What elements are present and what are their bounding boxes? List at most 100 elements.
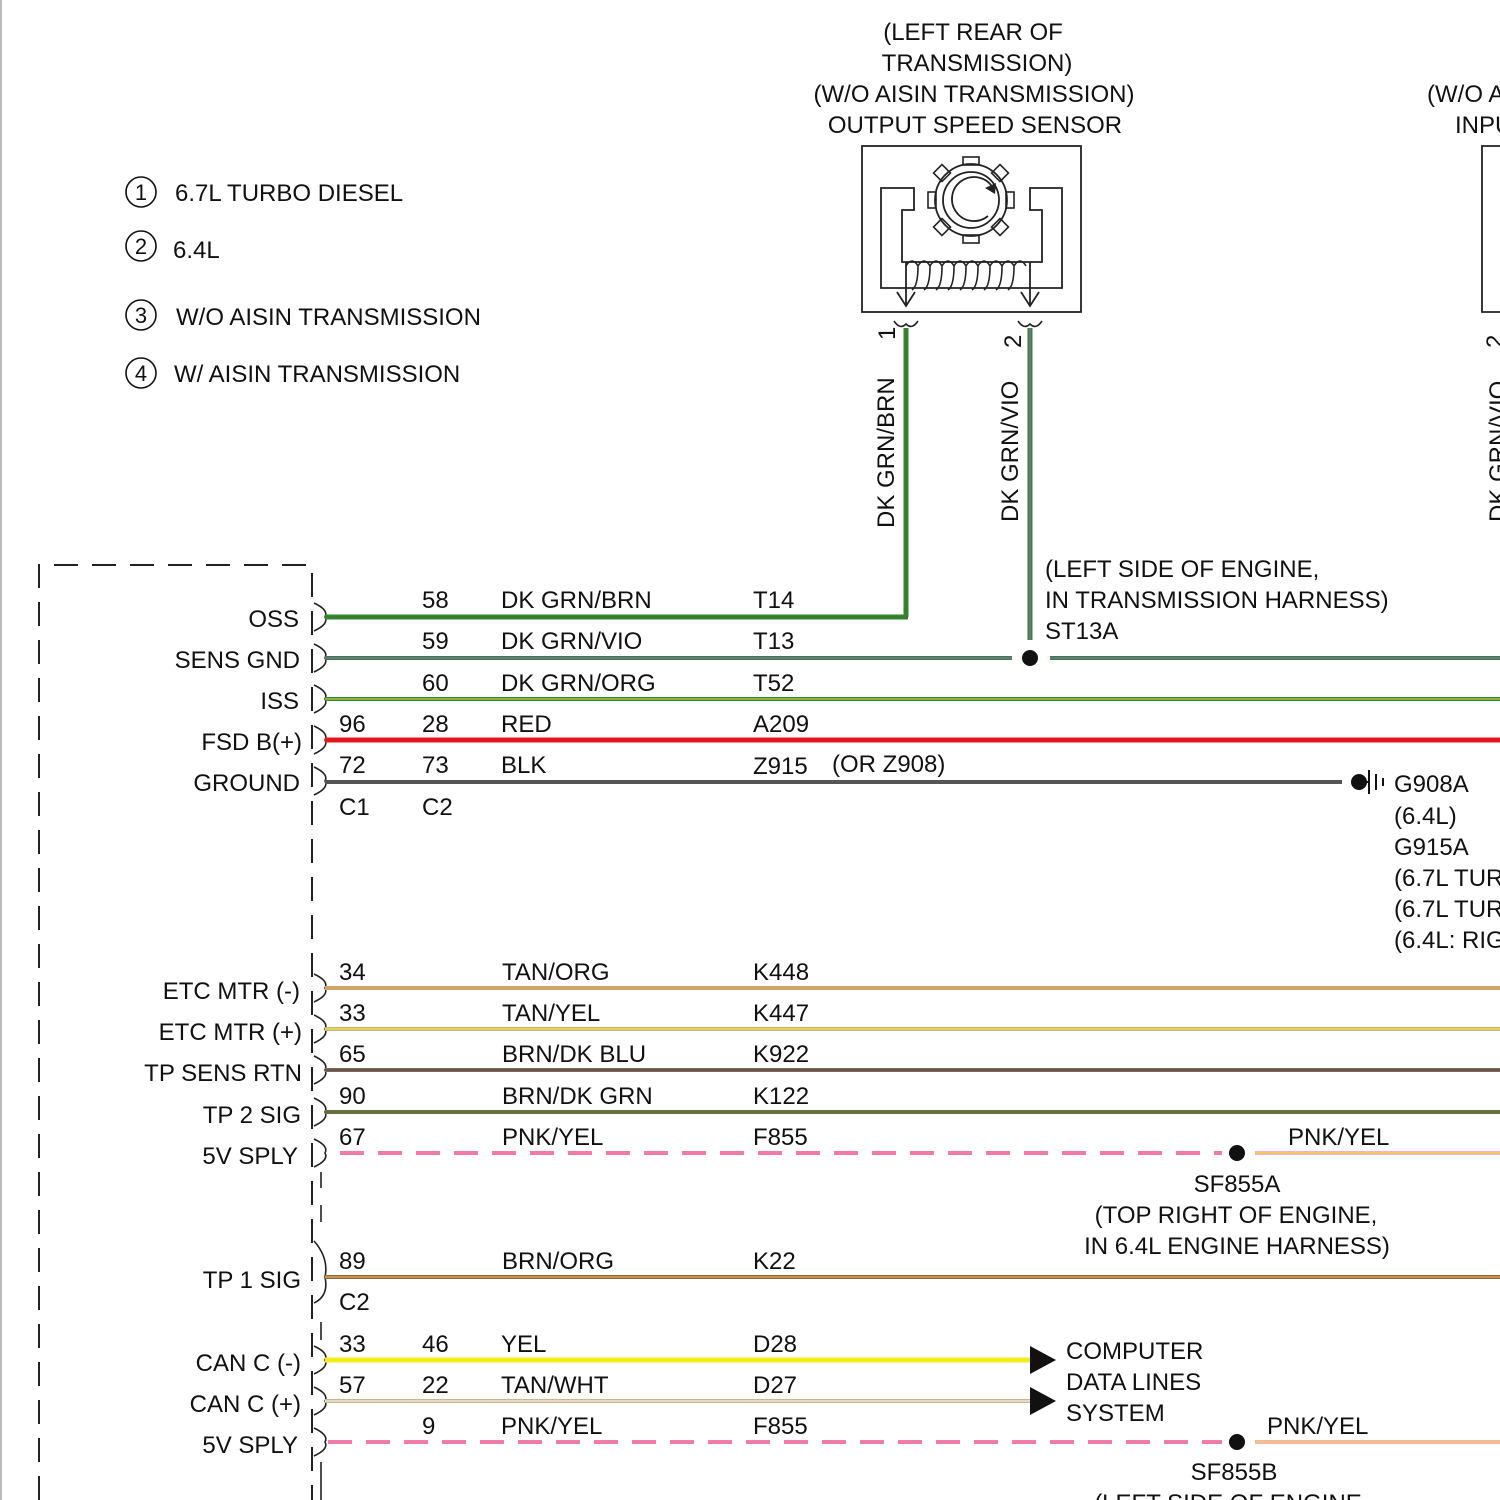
note-3: 3 W/O AISIN TRANSMISSION	[126, 300, 481, 331]
wire-color-label: PNK/YEL	[502, 1124, 603, 1151]
splice-location-line: IN 6.4L ENGINE HARNESS)	[1084, 1233, 1390, 1260]
wire-row-fsd-b: FSD B(+) 96 28 RED A209	[201, 711, 1500, 756]
wire-color-label: YEL	[501, 1331, 546, 1358]
connector-pin-bracket	[314, 1241, 326, 1303]
pin-chevron-icon	[894, 321, 918, 326]
pin-function-label: ISS	[260, 688, 299, 715]
pin-number: 46	[422, 1331, 449, 1358]
pin-number: 9	[422, 1413, 435, 1440]
circuit-id: K122	[753, 1083, 809, 1110]
note-text: W/O AISIN TRANSMISSION	[176, 304, 481, 331]
splice-location-line: IN TRANSMISSION HARNESS)	[1045, 587, 1389, 614]
connector-pin-bracket	[314, 644, 326, 672]
wire-color-label: DK GRN/VIO	[997, 381, 1024, 522]
pin-function-label: CAN C (-)	[196, 1350, 301, 1377]
wire-color-label: RED	[501, 711, 552, 738]
ground-label-line: (6.4L)	[1394, 803, 1457, 830]
note-number: 2	[135, 234, 147, 259]
sensor-title-line: INPU	[1455, 112, 1500, 139]
wire-color-label: TAN/WHT	[501, 1372, 609, 1399]
pin-number: 1	[874, 327, 901, 340]
connector-pin-bracket	[314, 767, 326, 795]
pin-number: 58	[422, 587, 449, 614]
sensor-body	[1482, 146, 1500, 312]
circuit-id: T13	[753, 628, 794, 655]
wire-row-5v-sply-lower: 5V SPLY 9 PNK/YEL F855 PNK/YEL	[202, 1413, 1500, 1459]
pin-chevron-icon	[1018, 321, 1042, 326]
sensor-title-line: OUTPUT SPEED SENSOR	[828, 112, 1122, 139]
splice-location-line: (LEFT SIDE OF ENGINE	[1094, 1490, 1362, 1500]
sensor-title-line: TRANSMISSION)	[882, 50, 1073, 77]
splice-id: SF855A	[1194, 1171, 1281, 1198]
ground-g908a-label: G908A (6.4L) G915A (6.7L TUR (6.7L TUR (…	[1394, 771, 1500, 954]
wire-color-label: DK GRN/BRN	[501, 587, 652, 614]
note-number: 1	[135, 180, 147, 205]
circuit-id: F855	[753, 1124, 808, 1151]
circuit-alt-note: (OR Z908)	[832, 751, 945, 778]
pin-function-label: TP SENS RTN	[144, 1060, 302, 1087]
connector-pin-bracket	[314, 726, 326, 754]
connector-pin-bracket	[314, 1428, 326, 1456]
circuit-id: K922	[753, 1041, 809, 1068]
connector-pin-bracket	[314, 1056, 326, 1084]
connector-id: C1	[339, 794, 370, 821]
wire-color-label: BRN/ORG	[502, 1248, 614, 1275]
wire-color-label: TAN/YEL	[502, 1000, 600, 1027]
connector-pin-bracket	[314, 603, 326, 631]
connector-pin-bracket	[314, 1387, 326, 1415]
wire-color-label: BLK	[501, 752, 546, 779]
wire-color-label: DK GRN/VIO	[501, 628, 642, 655]
note-2: 2 6.4L	[126, 231, 220, 264]
wire-color-label: PNK/YEL	[1288, 1124, 1389, 1151]
pin-number: 28	[422, 711, 449, 738]
lower-connector: CAN C (-) 33 46 YEL D28 CAN C (+) 57 22 …	[190, 1322, 1500, 1500]
pin-number: 96	[339, 711, 366, 738]
wire-row-tp-sens-rtn: TP SENS RTN 65 BRN/DK BLU K922	[144, 1041, 1500, 1087]
ground-label-line: (6.7L TUR	[1394, 896, 1500, 923]
splice-dot	[1022, 650, 1038, 666]
circuit-id: A209	[753, 711, 809, 738]
splice-sf855a-label: SF855A (TOP RIGHT OF ENGINE, IN 6.4L ENG…	[1084, 1171, 1390, 1260]
wire-row-oss: OSS 58 DK GRN/BRN T14	[248, 587, 908, 633]
connector-id: C2	[422, 794, 453, 821]
wire-color-label: DK GRN/BRN	[873, 377, 900, 528]
wire-color-label: DK GRN/ORG	[501, 670, 656, 697]
system-label-line: DATA LINES	[1066, 1369, 1201, 1396]
system-label-line: SYSTEM	[1066, 1400, 1165, 1427]
ground-label-line: G908A	[1394, 771, 1469, 798]
wire-color-label: BRN/DK GRN	[502, 1083, 653, 1110]
circuit-id: Z915	[753, 753, 808, 780]
wire-row-can-c-pos: CAN C (+) 57 22 TAN/WHT D27	[190, 1372, 1056, 1418]
pin-number: 33	[339, 1331, 366, 1358]
splice-st13a-label: (LEFT SIDE OF ENGINE, IN TRANSMISSION HA…	[1045, 556, 1389, 645]
pin-number: 72	[339, 752, 366, 779]
ground-label-line: (6.4L: RIG	[1394, 927, 1500, 954]
pin-function-label: FSD B(+)	[201, 729, 302, 756]
pin-function-label: CAN C (+)	[190, 1391, 301, 1418]
circuit-id: D28	[753, 1331, 797, 1358]
circuit-id: K22	[753, 1248, 796, 1275]
circuit-id: T52	[753, 670, 794, 697]
connector-pin-bracket	[314, 1139, 326, 1167]
note-text: 6.4L	[173, 237, 220, 264]
splice-id: SF855B	[1191, 1459, 1278, 1486]
wire-color-label: DK GRN/VIO	[1485, 381, 1500, 522]
pin-number: 73	[422, 752, 449, 779]
pin-number: 33	[339, 1000, 366, 1027]
pin-number: 22	[422, 1372, 449, 1399]
pin-number: 90	[339, 1083, 366, 1110]
pin-number: 65	[339, 1041, 366, 1068]
wire-row-tp2-sig: TP 2 SIG 90 BRN/DK GRN K122	[203, 1083, 1500, 1129]
pin-function-label: GROUND	[193, 770, 300, 797]
sensor-title-line: (W/O A	[1427, 81, 1500, 108]
circuit-id: D27	[753, 1372, 797, 1399]
pin-function-label: ETC MTR (-)	[163, 978, 300, 1005]
circuit-id: K447	[753, 1000, 809, 1027]
note-number: 3	[135, 303, 147, 328]
notes-legend: 1 6.7L TURBO DIESEL 2 6.4L 3 W/O AISIN T…	[126, 177, 481, 388]
pin-number: 57	[339, 1372, 366, 1399]
wire-color-label: TAN/ORG	[502, 959, 610, 986]
ground-label-line: (6.7L TUR	[1394, 865, 1500, 892]
connector-pin-bracket	[314, 1346, 326, 1374]
